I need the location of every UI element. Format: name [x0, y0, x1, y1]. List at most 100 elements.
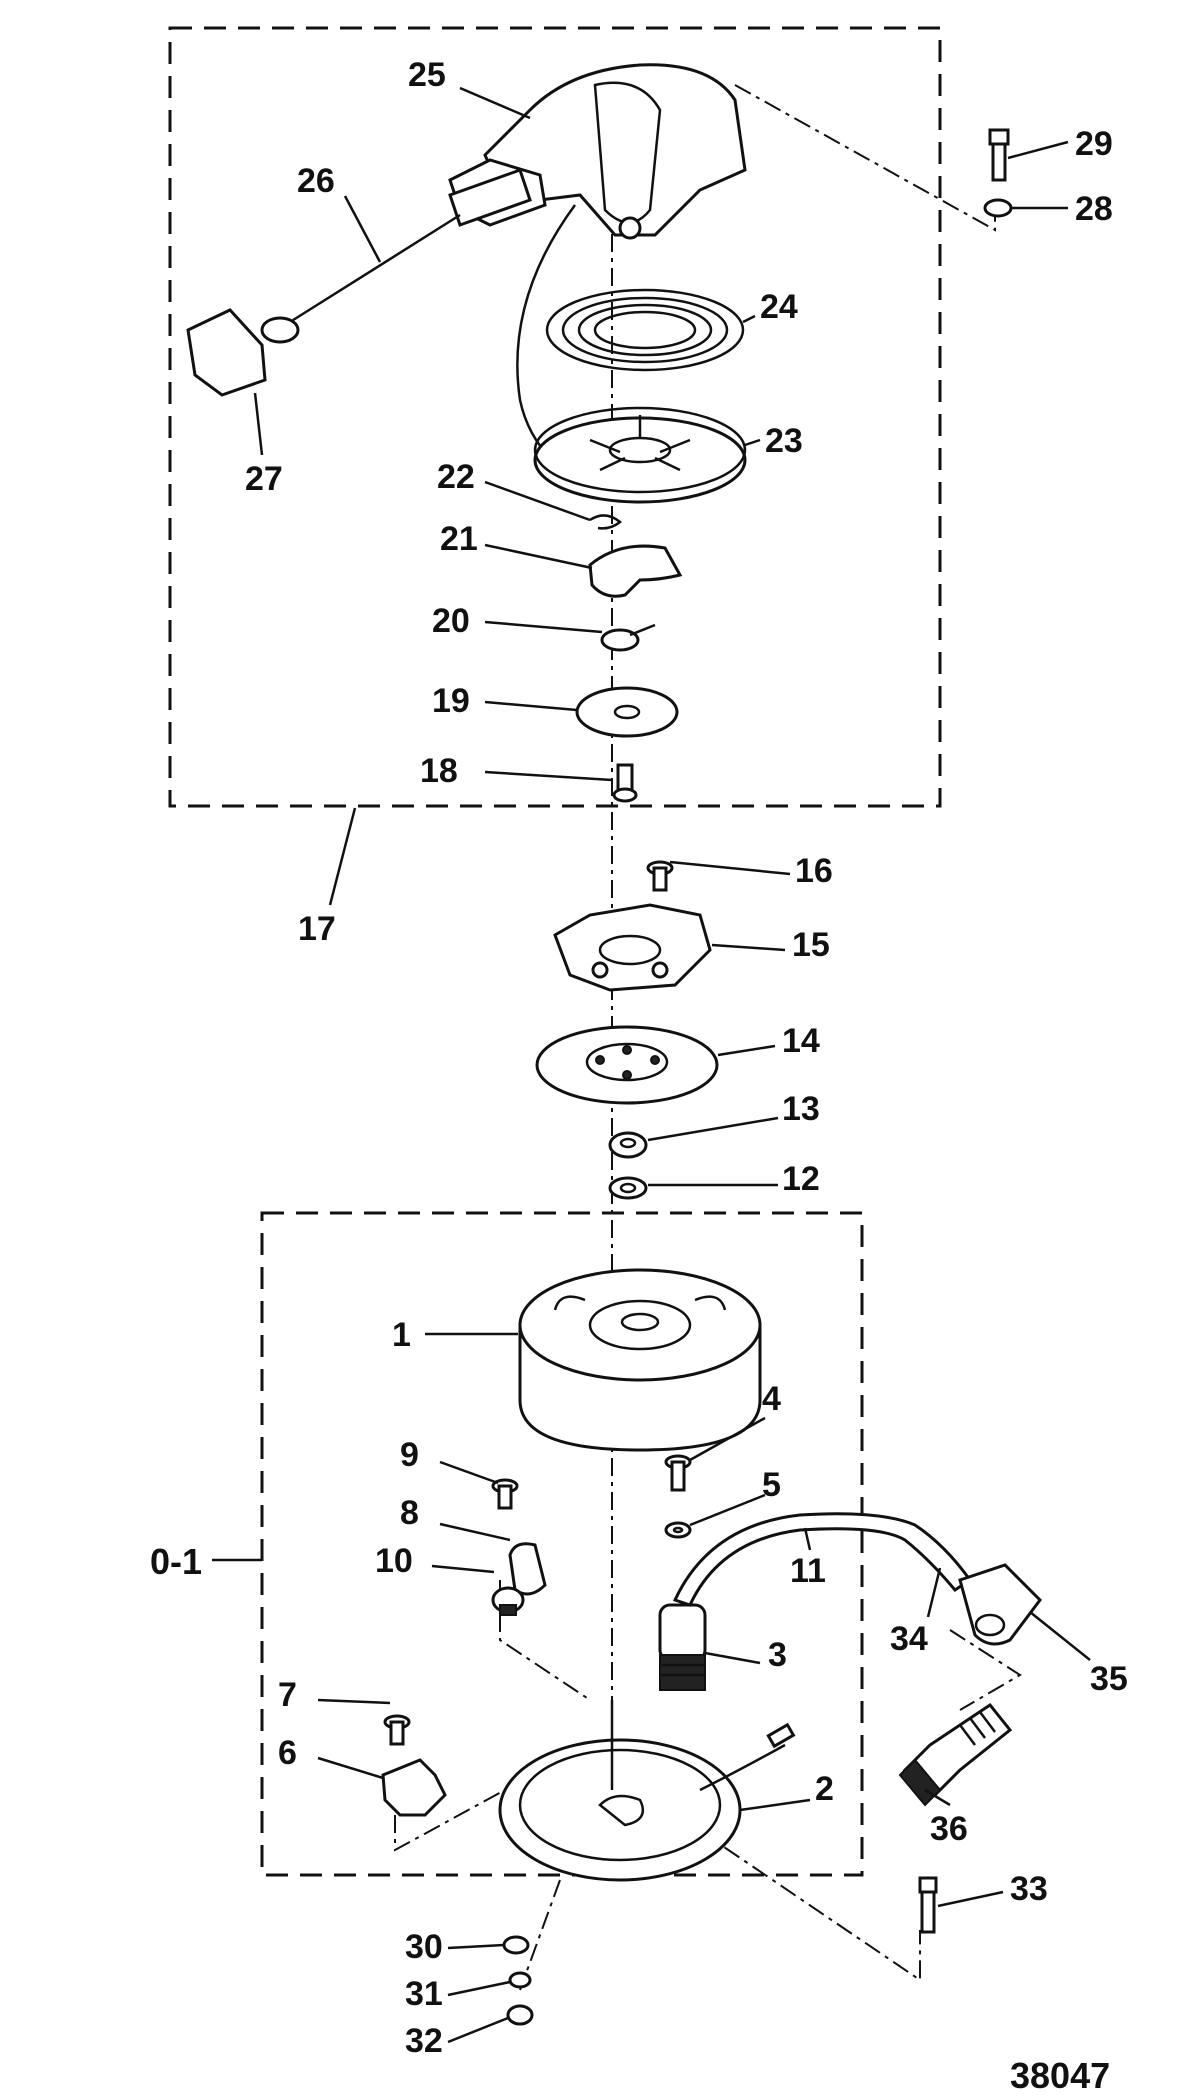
label-6: 6	[278, 1734, 297, 1772]
leader-20	[484, 620, 603, 634]
label-20: 20	[432, 602, 470, 640]
label-11: 11	[790, 1552, 826, 1590]
leader-8	[439, 1522, 511, 1542]
pickup-screw	[383, 1714, 411, 1746]
pawl-spring	[589, 514, 623, 530]
label-23: 23	[765, 422, 803, 460]
leader-35	[1029, 1611, 1091, 1661]
flywheel	[518, 1268, 762, 1452]
leader-7	[317, 1698, 391, 1705]
label-35: 35	[1090, 1660, 1128, 1698]
leader-19	[484, 700, 578, 712]
coil-washer	[664, 1521, 692, 1539]
label-1: 1	[392, 1316, 411, 1354]
flywheel-plate	[535, 1025, 719, 1105]
pulley-bolt	[612, 763, 638, 803]
label-16: 16	[795, 852, 833, 890]
leader-29	[1007, 140, 1069, 160]
axis-cover-right	[734, 84, 996, 232]
leader-16	[669, 860, 791, 876]
leader-27	[253, 392, 264, 456]
leader-24	[742, 314, 756, 324]
leader-32	[447, 2016, 509, 2044]
leader-30	[447, 1943, 505, 1950]
leader-9	[439, 1460, 499, 1485]
recoil-starter-assembly-box	[168, 26, 942, 808]
rope-pulley	[533, 406, 747, 504]
coil-screw	[664, 1454, 692, 1492]
leader-10	[431, 1564, 495, 1574]
leader-33	[937, 1890, 1004, 1908]
leader-15	[711, 943, 786, 952]
label-9: 9	[400, 1436, 419, 1474]
flywheel-nut	[608, 1131, 648, 1159]
pawl	[588, 544, 683, 598]
label-10: 10	[375, 1542, 413, 1580]
label-18: 18	[420, 752, 458, 790]
ignition-coil	[658, 1603, 707, 1691]
label-31: 31	[405, 1975, 443, 2013]
stator-plate	[498, 1700, 796, 1882]
switch-screw	[491, 1478, 519, 1510]
label-25: 25	[408, 56, 446, 94]
stator-nut	[506, 2004, 534, 2026]
label-3: 3	[768, 1636, 787, 1674]
switch-cap	[508, 1542, 547, 1596]
leader-21	[484, 543, 593, 570]
label-assembly: 0-1	[150, 1541, 202, 1582]
label-15: 15	[792, 926, 830, 964]
label-14: 14	[782, 1022, 820, 1060]
leader-5	[689, 1493, 766, 1527]
starter-cup-screw	[646, 860, 674, 892]
leader-18	[484, 770, 613, 782]
spark-plug	[898, 1702, 1013, 1807]
axis-to-bolt-33	[639, 1789, 921, 1982]
label-13: 13	[782, 1090, 820, 1128]
rewind-spring	[545, 288, 745, 372]
retainer-plate	[575, 686, 679, 738]
leader-3	[704, 1651, 761, 1665]
label-5: 5	[762, 1466, 781, 1504]
label-30: 30	[405, 1928, 443, 1966]
axis-washer-stack	[519, 1879, 561, 1991]
label-7: 7	[278, 1676, 297, 1714]
label-24: 24	[760, 288, 798, 326]
stator-washer-30	[502, 1935, 530, 1955]
spark-plug-boot	[958, 1563, 1042, 1646]
label-34: 34	[890, 1620, 928, 1658]
label-36: 36	[930, 1810, 968, 1848]
label-32: 32	[405, 2022, 443, 2060]
starter-cup	[553, 903, 712, 992]
axis-spark-wire	[949, 1629, 1022, 1711]
stator-washer-31	[508, 1971, 532, 1989]
leader-36	[924, 1788, 951, 1807]
figure-number: 38047	[1010, 2055, 1110, 2096]
stator-bolt	[918, 1876, 938, 1934]
leader-13	[647, 1116, 779, 1142]
label-29: 29	[1075, 125, 1113, 163]
leader-22	[484, 480, 591, 522]
leader-6	[317, 1756, 384, 1780]
housing-bolt	[988, 128, 1010, 182]
leader-26	[343, 195, 382, 263]
label-28: 28	[1075, 190, 1113, 228]
stop-switch	[491, 1586, 525, 1616]
leader-17	[328, 807, 357, 906]
label-2: 2	[815, 1770, 834, 1808]
leader-31	[447, 1980, 511, 1997]
label-26: 26	[297, 162, 335, 200]
housing-washer	[983, 198, 1013, 218]
label-4: 4	[762, 1380, 781, 1418]
flywheel-washer	[608, 1176, 648, 1200]
axis-coil-left	[499, 1580, 591, 1701]
label-17: 17	[298, 910, 336, 948]
label-21: 21	[440, 520, 478, 558]
leader-14	[717, 1044, 776, 1057]
retainer-clip	[600, 623, 656, 652]
leader-2	[739, 1798, 811, 1812]
leader-25	[459, 86, 531, 120]
leader-4	[689, 1416, 766, 1462]
label-33: 33	[1010, 1870, 1048, 1908]
label-8: 8	[400, 1494, 419, 1532]
